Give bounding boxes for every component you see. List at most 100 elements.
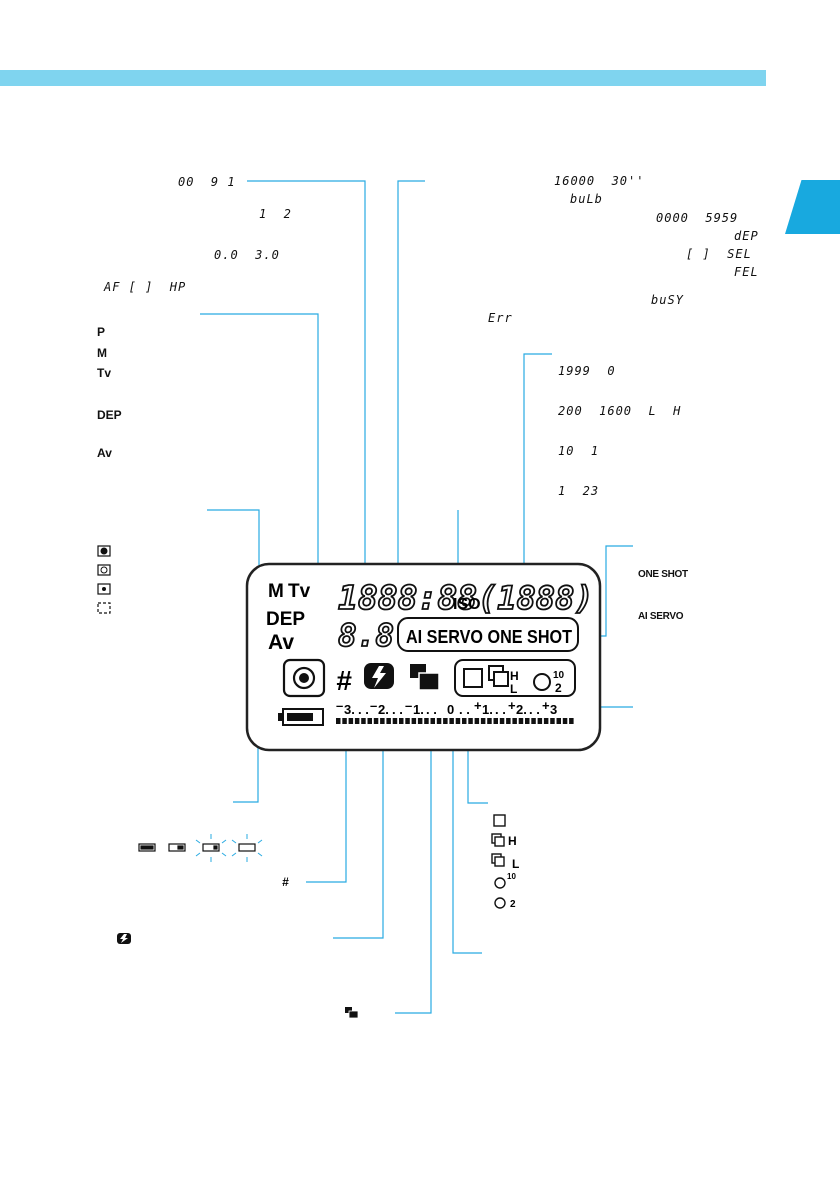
metering-legend xyxy=(97,545,111,614)
leader-iso xyxy=(523,353,552,578)
lcd-battery-tip-icon xyxy=(278,713,283,721)
lcd-aperture-digits: 8.8 xyxy=(338,618,394,654)
exposure-tick xyxy=(449,718,454,724)
leader-shutter-digits xyxy=(247,180,366,583)
exposure-tick xyxy=(411,718,417,724)
exposure-tick xyxy=(361,718,366,724)
exposure-tick xyxy=(531,718,536,724)
battery-full-level-icon xyxy=(140,845,154,850)
lcd-timer-2: 2 xyxy=(555,681,562,695)
lcd-mode-tv: Tv xyxy=(288,581,311,602)
drive-legend xyxy=(491,814,506,909)
lcd-mode-av: Av xyxy=(268,631,294,654)
shutter-speed-readout: 16000 30'' xyxy=(554,174,645,188)
exposure-tick xyxy=(518,718,524,724)
header-accent-bar xyxy=(0,70,766,86)
scale-dots-4: . . xyxy=(459,702,470,717)
bulb-time-readout: 0000 5959 xyxy=(656,211,739,225)
dep-readout: dEP xyxy=(734,229,759,243)
centerweighted-metering-icon xyxy=(97,602,111,614)
exposure-tick xyxy=(386,718,391,724)
lcd-multi-exposure-front-icon xyxy=(418,672,440,691)
mode-p-label: P xyxy=(97,325,106,339)
mode-dep-label: DEP xyxy=(97,408,122,422)
leader-mode xyxy=(200,313,319,583)
scale-minus2-sign: – xyxy=(370,698,377,713)
exposure-tick xyxy=(424,718,429,724)
legend-multi-back-icon xyxy=(345,1007,352,1013)
exposure-tick xyxy=(430,718,435,724)
battery-empty-blink-icon xyxy=(238,843,256,852)
scale-minus1: 1. xyxy=(413,702,424,717)
exposure-tick xyxy=(399,718,404,724)
battery-half-level-icon xyxy=(177,845,184,850)
scale-dots-3: . . xyxy=(426,702,437,717)
scale-dots-1: . . xyxy=(358,702,369,717)
lcd-metering-ring-icon xyxy=(292,666,316,690)
one-shot-callout: ONE SHOT xyxy=(638,569,688,580)
lcd-panel-outline xyxy=(245,562,602,752)
spot-dot-icon xyxy=(102,587,106,591)
exposure-tick xyxy=(493,718,498,724)
battery-full-icon xyxy=(138,843,156,852)
exposure-tick xyxy=(443,718,448,724)
mode-av-label: Av xyxy=(97,446,112,460)
scale-zero: 0 xyxy=(447,702,454,717)
exposure-tick xyxy=(569,718,574,724)
exposure-tick xyxy=(354,718,360,724)
iso-readout-4: 1 23 xyxy=(558,484,600,498)
lcd-self-timer-icon xyxy=(533,673,551,691)
leader-fec xyxy=(306,693,347,883)
lcd-mode-dep: DEP xyxy=(266,609,305,630)
lcd-continuous-front-icon xyxy=(493,671,509,687)
legend-timer-10: 10 xyxy=(507,872,516,881)
blink-rays-icon xyxy=(195,834,263,862)
exposure-tick xyxy=(474,718,480,724)
battery-low-level-icon xyxy=(213,845,218,850)
exposure-tick xyxy=(543,718,549,724)
evaluative-dot-icon xyxy=(100,547,108,555)
exposure-tick xyxy=(373,718,379,724)
lcd-iso-digits: (1888) xyxy=(478,579,594,617)
partial-ring-icon xyxy=(100,566,108,574)
lcd-single-shot-icon xyxy=(463,668,483,688)
lcd-shutter-digits: 1888:88 xyxy=(338,578,477,617)
af-mode-readout: AF [ ] HP xyxy=(104,280,187,294)
exposure-tick xyxy=(562,718,568,724)
exposure-tick xyxy=(455,718,461,724)
legend-fec-hash: # xyxy=(282,875,289,889)
exposure-tick xyxy=(550,718,555,724)
mode-tv-label: Tv xyxy=(97,366,112,380)
exposure-tick xyxy=(417,718,423,724)
scale-plus2-sign: + xyxy=(508,698,516,713)
ai-servo-callout: AI SERVO xyxy=(638,611,684,622)
scale-minus3: 3. xyxy=(344,702,355,717)
exposure-tick xyxy=(392,718,398,724)
lcd-exposure-ticks xyxy=(336,718,574,724)
exposure-tick xyxy=(336,718,341,724)
lcd-drive-l: L xyxy=(510,682,517,696)
exposure-tick xyxy=(499,718,505,724)
af-count-readout: 1 2 xyxy=(259,207,292,221)
lcd-flash-bolt-icon xyxy=(372,666,386,688)
scale-plus3: 3 xyxy=(550,702,557,717)
legend-drive-l: L xyxy=(512,857,519,871)
lcd-mode-m: M xyxy=(268,581,284,602)
iso-readout-1: 1999 0 xyxy=(558,364,616,378)
scale-plus1: 1. xyxy=(482,702,493,717)
exposure-tick xyxy=(537,718,543,724)
legend-timer10-icon xyxy=(494,877,506,889)
legend-cont-l-front-icon xyxy=(494,856,505,867)
lcd-fec-hash: # xyxy=(336,665,352,696)
lcd-iso-label: ISO xyxy=(453,596,481,613)
leader-lines xyxy=(200,180,633,1014)
exposure-tick xyxy=(512,718,517,724)
scale-dots-6: . . xyxy=(529,702,540,717)
evaluative-metering-icon xyxy=(97,545,111,557)
legend-cont-h-front-icon xyxy=(494,836,505,847)
scale-minus3-sign: – xyxy=(336,698,343,713)
exposure-tick xyxy=(405,718,410,724)
af-point-readout: 00 9 1 xyxy=(178,175,236,189)
iso-readout-3: 10 1 xyxy=(558,444,600,458)
